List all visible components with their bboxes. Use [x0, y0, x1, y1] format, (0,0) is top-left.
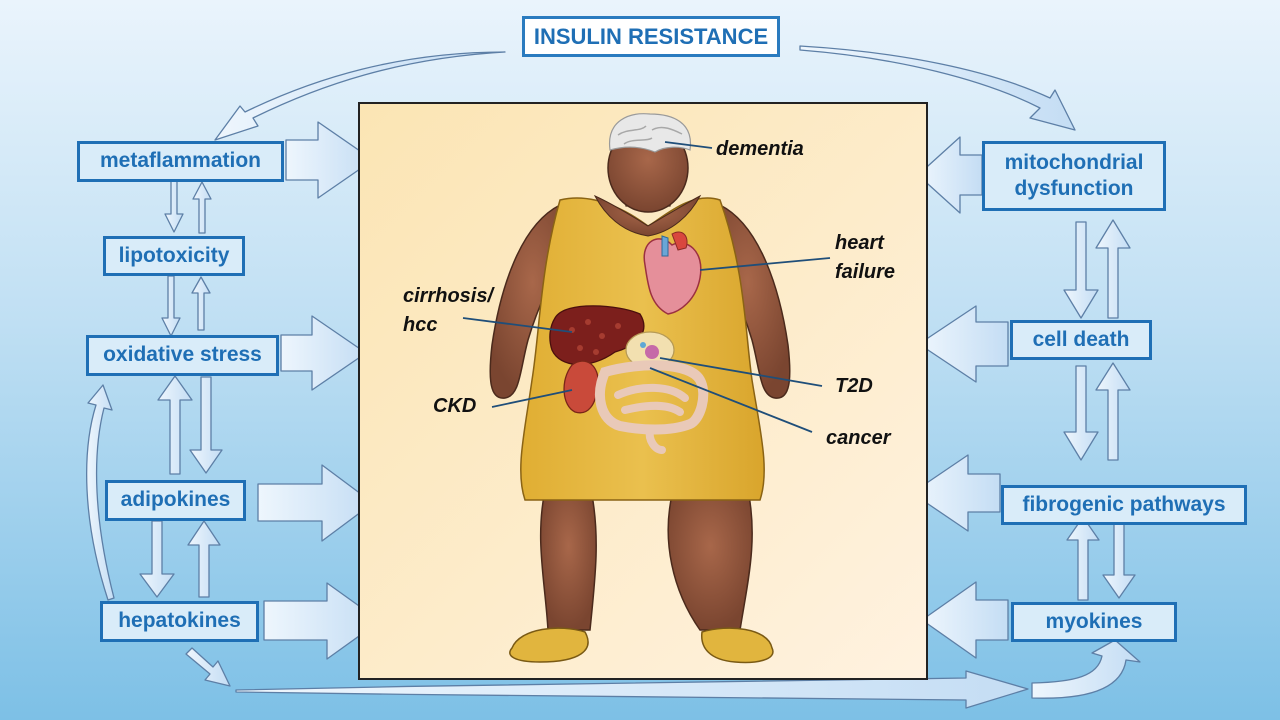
arrow-oxidative-to-body [280, 315, 367, 391]
label-heart-line2: failure [835, 261, 896, 283]
arrow-bottom-to-myokines [235, 670, 1029, 709]
arrow-fibrogenic-to-body [911, 454, 1001, 532]
arrow-ir-to-metaflammation [214, 51, 506, 141]
lipotoxicity-box: lipotoxicity [103, 236, 245, 276]
arrow-adipokines-to-body [257, 464, 374, 542]
label-cancer: cancer [826, 427, 891, 449]
mitochondrial-dysfunction-box: mitochondrial dysfunction [982, 141, 1166, 211]
adipokines-box: adipokines [105, 480, 246, 521]
label-ckd: CKD [433, 395, 477, 417]
metaflammation-box: metaflammation [77, 141, 284, 182]
mitochondrial-line1: mitochondrial [1004, 150, 1144, 174]
label-cirrhosis-line2: hcc [403, 314, 438, 336]
label-heart-failure: heart failure [835, 229, 895, 287]
arrow-hepatokines-to-oxidative [86, 384, 115, 601]
cell-death-box: cell death [1010, 320, 1152, 360]
myokines-box: myokines [1011, 602, 1177, 642]
label-dementia: dementia [716, 138, 804, 160]
insulin-resistance-title: INSULIN RESISTANCE [522, 16, 780, 57]
label-cirrhosis-line1: cirrhosis/ [403, 285, 494, 307]
label-cirrhosis-hcc: cirrhosis/ hcc [403, 282, 493, 340]
arrow-ir-to-mitochondrial [799, 45, 1076, 131]
arrow-hepatokines-to-body [263, 582, 381, 660]
mitochondrial-line2: dysfunction [1014, 177, 1134, 200]
label-heart-line1: heart [835, 232, 884, 254]
label-t2d: T2D [835, 375, 873, 397]
arrow-celldeath-to-body [918, 305, 1009, 383]
hepatokines-box: hepatokines [100, 601, 259, 642]
oxidative-stress-box: oxidative stress [86, 335, 279, 376]
arrow-metaflammation-to-body [285, 121, 374, 199]
fibrogenic-pathways-box: fibrogenic pathways [1001, 485, 1247, 525]
arrow-myokines-to-body [921, 581, 1009, 659]
arrow-mitochondrial-to-body [917, 136, 983, 214]
